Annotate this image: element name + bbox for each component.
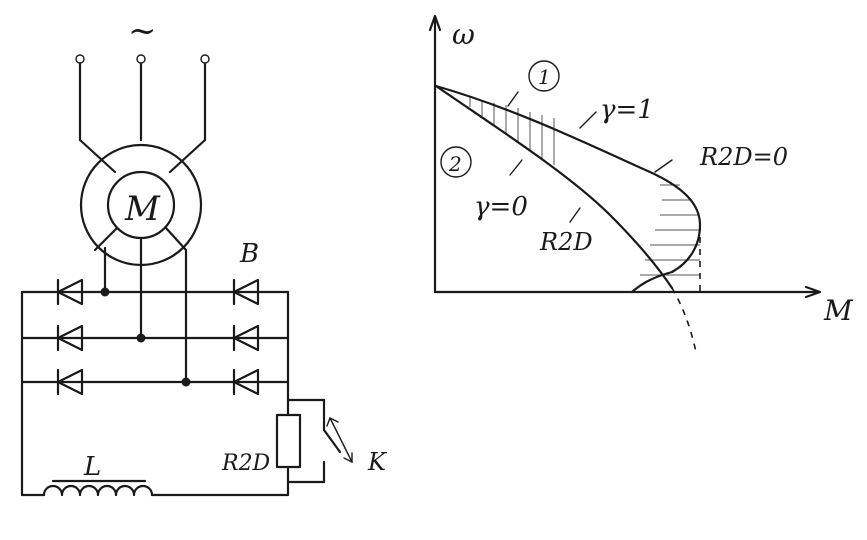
curve-gamma-0 xyxy=(434,84,674,290)
y-axis-label: ω xyxy=(452,18,475,51)
inductor-coil: L xyxy=(20,452,290,497)
region-marker-2-label: 2 xyxy=(448,152,462,176)
curve-r2d-label: R2D xyxy=(539,228,593,256)
hatched-region-2 xyxy=(640,184,700,276)
motor-label: M xyxy=(124,189,161,229)
resistor-label: R2D xyxy=(221,451,271,476)
region-marker-1-label: 1 xyxy=(538,65,551,89)
diode-left-3 xyxy=(56,368,84,396)
curve-extrapolation xyxy=(671,287,697,353)
inductor-label: L xyxy=(83,452,101,482)
supply-terminals xyxy=(75,54,210,174)
diode-left-2 xyxy=(56,324,84,352)
region-marker-1: 1 xyxy=(528,60,560,92)
curve-gamma-1-label: γ=1 xyxy=(600,95,654,125)
speed-torque-graph: ω M xyxy=(428,14,854,353)
bypass-switch: K xyxy=(286,398,388,484)
x-axis-label: M xyxy=(823,294,854,327)
curve-gamma-1 xyxy=(434,84,702,274)
circuit-diagram: ~ M xyxy=(20,11,388,497)
curve-low-branch xyxy=(630,270,674,294)
switch-label: K xyxy=(367,448,388,476)
curve-gamma-0-label: γ=0 xyxy=(474,192,528,222)
diode-left-1 xyxy=(56,278,84,306)
diode-right-3 xyxy=(232,368,260,396)
diode-right-2 xyxy=(232,324,260,352)
ac-supply-symbol: ~ xyxy=(128,11,157,51)
rotor-leads xyxy=(100,236,191,387)
bridge-label: B xyxy=(239,239,259,269)
region-marker-2: 2 xyxy=(440,146,472,178)
curve-r2d0-label: R2D=0 xyxy=(699,143,788,171)
rectifier-bridge: B xyxy=(20,239,290,497)
hatched-region-1 xyxy=(469,97,555,165)
rotor-resistor: R2D xyxy=(221,398,302,497)
diode-right-1 xyxy=(232,278,260,306)
